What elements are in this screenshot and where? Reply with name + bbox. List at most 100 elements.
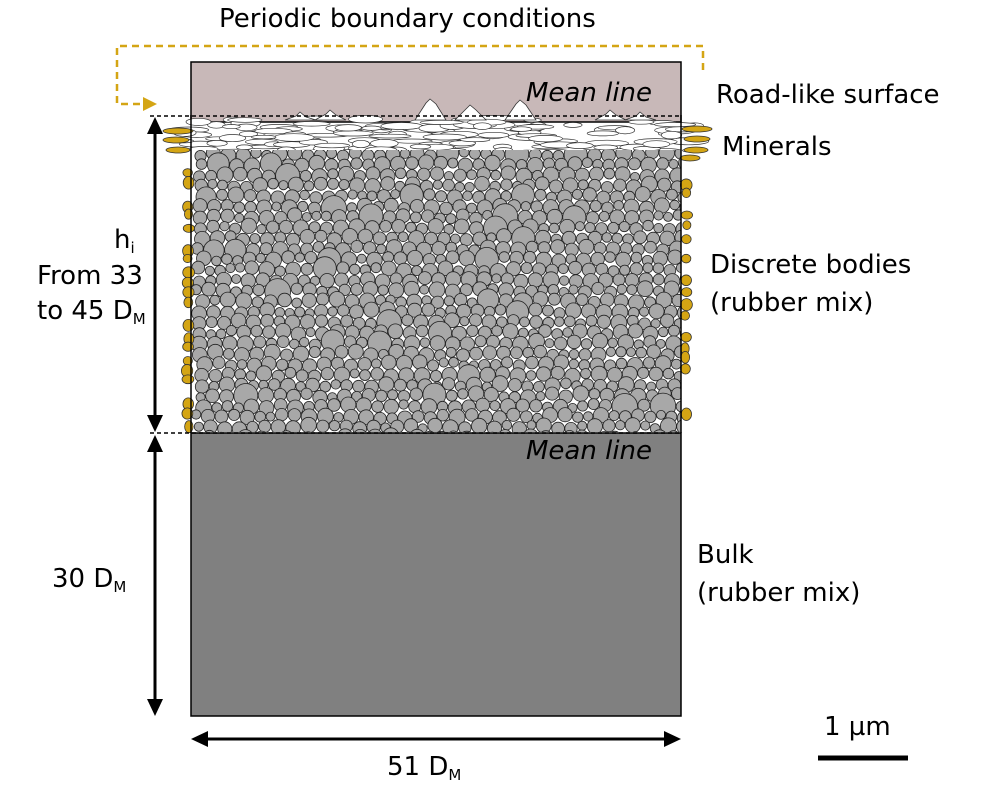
particle [523,250,537,264]
particle [429,166,445,181]
particle [655,338,666,349]
particle [258,419,272,432]
particle [193,421,204,432]
particle [529,399,543,413]
particle [615,420,626,431]
particle [406,250,423,267]
gold-mineral [683,146,709,154]
particle [246,421,259,432]
particle [211,255,222,267]
particle [674,150,681,160]
particle [398,399,409,410]
particle [388,343,404,360]
particle [619,264,631,276]
particle [600,431,607,432]
mineral-peak [454,104,487,121]
particle [417,271,432,286]
particle [607,337,618,349]
particle [426,359,439,372]
gold-mineral [182,223,195,233]
particle [568,358,580,370]
particle [560,377,572,390]
particle [205,388,220,404]
particle [642,219,654,232]
particle [205,316,218,329]
particle [662,367,675,380]
particle [644,410,657,423]
particle [538,324,552,338]
particle [469,346,483,361]
particle [615,357,628,370]
particle [388,282,405,299]
particle [347,343,364,360]
particle [562,327,573,338]
particle [352,317,366,330]
particle [231,421,247,432]
particle [208,368,223,383]
mineral-flake [222,124,241,130]
particle [207,178,218,189]
particle [471,417,488,432]
particle [642,262,654,274]
particle [459,233,473,247]
particle [546,208,563,225]
particle [352,379,365,393]
particle [449,430,458,432]
particle [587,398,600,411]
mineral-flake [380,122,423,130]
particle [559,275,570,286]
mineral-flake [227,117,263,123]
particle [398,367,415,384]
particle [613,178,627,192]
particle [436,409,450,422]
particle [276,358,289,371]
particle [445,346,457,358]
particle [225,325,237,337]
particle [387,323,404,340]
particle [545,386,560,401]
particle [299,169,312,182]
particle [598,210,610,222]
particle [290,282,303,295]
particle [627,323,643,339]
particle [653,210,664,221]
particle [626,284,638,296]
particle [671,358,681,370]
bulk-height-label: 30 DM [52,564,127,596]
particle [421,302,436,317]
particle [502,323,519,340]
particle [401,314,414,327]
mineral-flake [593,144,619,151]
particle [533,344,547,359]
particle [500,165,516,181]
particle [654,355,672,372]
particle [575,293,589,306]
particle [444,312,460,329]
particle [235,292,253,310]
particle [225,263,236,274]
particle [228,408,241,421]
particle [336,261,350,275]
mineral-peak [314,109,347,121]
particle [624,417,641,432]
particle [506,407,521,422]
particle [429,369,442,382]
particle [580,338,593,350]
particle [669,199,680,211]
particle [271,201,282,212]
particle [582,187,597,202]
particle [644,240,657,254]
particle [442,178,455,192]
gold-mineral [680,210,693,220]
particle [204,429,215,432]
particle [663,211,673,222]
particle [564,430,575,432]
particle [399,150,411,159]
particle [301,292,317,308]
particle [287,150,303,161]
particle [607,221,620,234]
particle [285,420,301,432]
particle [368,428,382,432]
particle [658,326,669,338]
particle [535,176,550,191]
